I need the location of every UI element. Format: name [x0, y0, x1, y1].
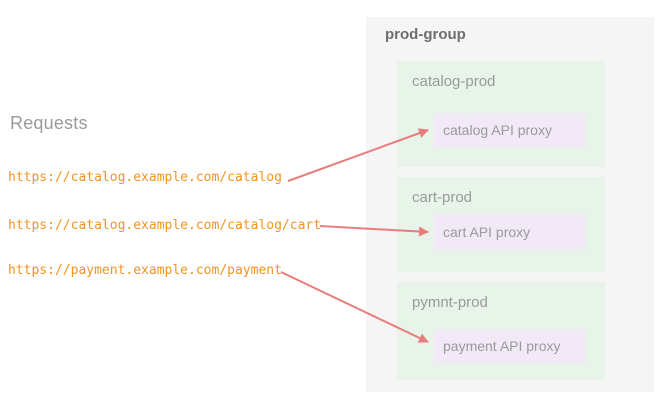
env-label-pymnt-prod: pymnt-prod — [412, 294, 488, 311]
request-url-catalog-cart: https://catalog.example.com/catalog/cart — [8, 218, 322, 233]
prod-group-title: prod-group — [385, 26, 466, 43]
env-box-pymnt-prod: pymnt-prod payment API proxy — [397, 282, 605, 380]
env-label-catalog-prod: catalog-prod — [412, 73, 496, 90]
request-url-catalog: https://catalog.example.com/catalog — [8, 170, 282, 185]
prod-group-box: prod-group catalog-prod catalog API prox… — [366, 17, 654, 392]
proxy-box-payment-api: payment API proxy — [434, 329, 586, 363]
proxy-box-catalog-api: catalog API proxy — [434, 113, 586, 147]
env-box-cart-prod: cart-prod cart API proxy — [397, 177, 605, 272]
env-label-cart-prod: cart-prod — [412, 189, 473, 206]
request-url-payment: https://payment.example.com/payment — [8, 263, 282, 278]
requests-heading: Requests — [10, 113, 88, 133]
proxy-box-cart-api: cart API proxy — [434, 215, 586, 249]
env-box-catalog-prod: catalog-prod catalog API proxy — [397, 61, 605, 167]
